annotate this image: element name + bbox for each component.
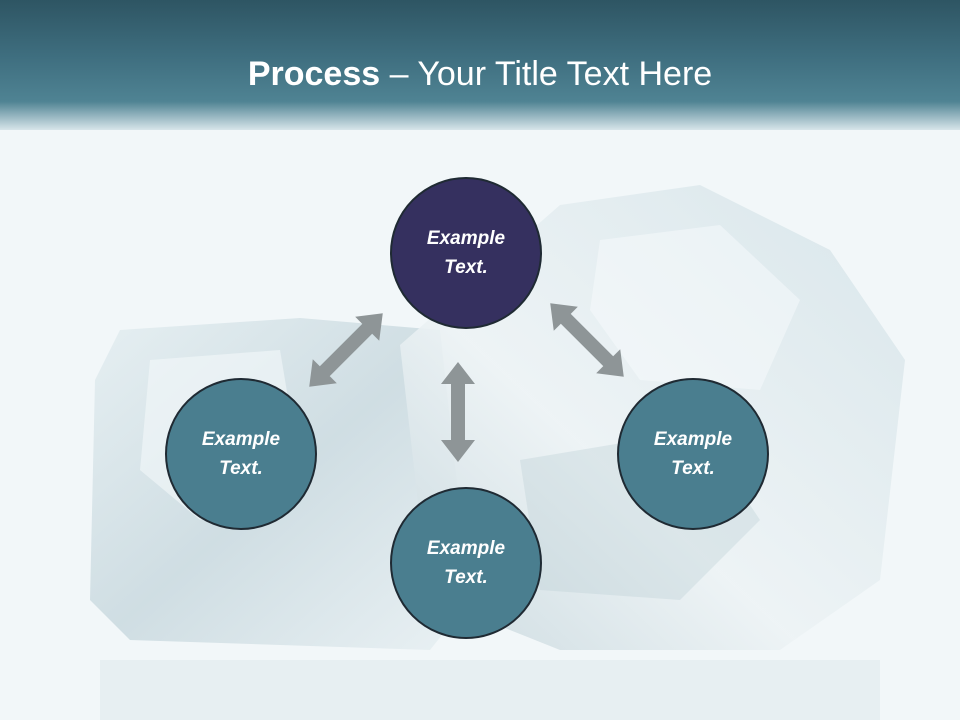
node-top-label: Example Text. (426, 228, 506, 278)
process-node-bottom[interactable]: Example Text. (390, 487, 542, 639)
node-left-label: Example Text. (201, 429, 281, 479)
slide-title[interactable]: Process – Your Title Text Here (0, 52, 960, 96)
process-node-top[interactable]: Example Text. (390, 177, 542, 329)
title-bold-text: Process (247, 55, 381, 93)
process-node-left[interactable]: Example Text. (165, 378, 317, 530)
node-bottom-label: Example Text. (426, 538, 506, 588)
title-bar: Process – Your Title Text Here (0, 0, 960, 130)
title-rest-text: – Your Title Text Here (380, 55, 713, 93)
process-node-right[interactable]: Example Text. (617, 378, 769, 530)
node-right-label: Example Text. (653, 429, 733, 479)
